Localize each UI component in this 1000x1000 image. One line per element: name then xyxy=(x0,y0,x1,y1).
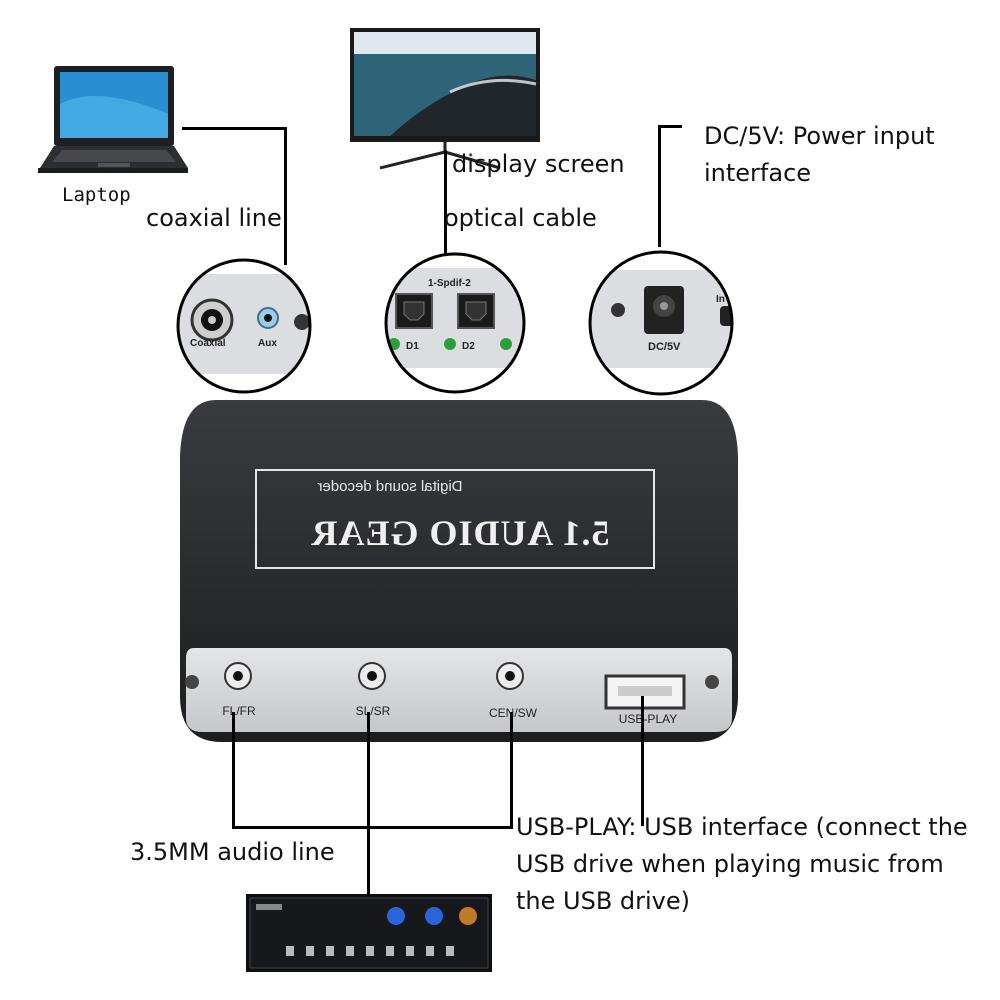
laptop-label: Laptop xyxy=(62,184,131,206)
display-screen-label: display screen xyxy=(452,150,625,178)
power-connector-v xyxy=(658,125,661,247)
usb-play-label-1: USB-PLAY: USB interface (connect the xyxy=(516,813,968,841)
power-connector-h xyxy=(658,125,682,128)
decoder-device xyxy=(176,396,742,746)
laptop-connector-h xyxy=(182,127,286,130)
coaxial-line-label: coaxial line xyxy=(146,204,282,232)
aux-port-label: Aux xyxy=(258,338,277,349)
optical-cable-label: optical cable xyxy=(444,204,597,232)
port-label-sl-sr: SL/SR xyxy=(355,704,391,718)
optical-detail-circle: 1-Spdif-2 D1 D2 xyxy=(382,250,528,396)
power-partial-label: In xyxy=(716,294,725,305)
display-connector-v xyxy=(444,150,447,256)
audio-connector-h xyxy=(232,826,513,829)
dc-port-label: DC/5V xyxy=(648,341,681,353)
port-label-usb-play: USB-PLAY xyxy=(618,712,678,726)
power-detail-circle: DC/5V In xyxy=(586,248,736,398)
optical-d2-label: D2 xyxy=(462,341,475,352)
usb-play-label-2: USB drive when playing music from xyxy=(516,850,944,878)
decoder-brand: 5.1 AUDIO GEAR xyxy=(310,513,610,553)
audio-connector-fl xyxy=(232,712,235,828)
laptop-image xyxy=(38,64,188,176)
display-screen-image xyxy=(350,28,540,178)
audio-connector-cen xyxy=(510,712,513,828)
usb-play-label-3: the USB drive) xyxy=(516,887,691,915)
optical-d1-label: D1 xyxy=(406,341,419,352)
laptop-connector-v xyxy=(284,127,287,265)
coaxial-port-label: Coaxial xyxy=(190,338,226,349)
power-input-label-2: interface xyxy=(704,159,812,187)
optical-title: 1-Spdif-2 xyxy=(428,278,471,289)
power-input-label-1: DC/5V: Power input xyxy=(704,122,935,150)
port-label-cen-sw: CEN/SW xyxy=(489,706,537,720)
decoder-subtitle: Digital sound decoder xyxy=(317,478,463,495)
amplifier-image xyxy=(246,894,492,972)
usb-connector-v xyxy=(641,696,644,826)
port-label-fl-fr: FL/FR xyxy=(222,704,256,718)
coaxial-detail-circle: Coaxial Aux xyxy=(174,256,314,396)
audio-line-label: 3.5MM audio line xyxy=(130,838,335,866)
amp-connector-v xyxy=(367,712,370,896)
